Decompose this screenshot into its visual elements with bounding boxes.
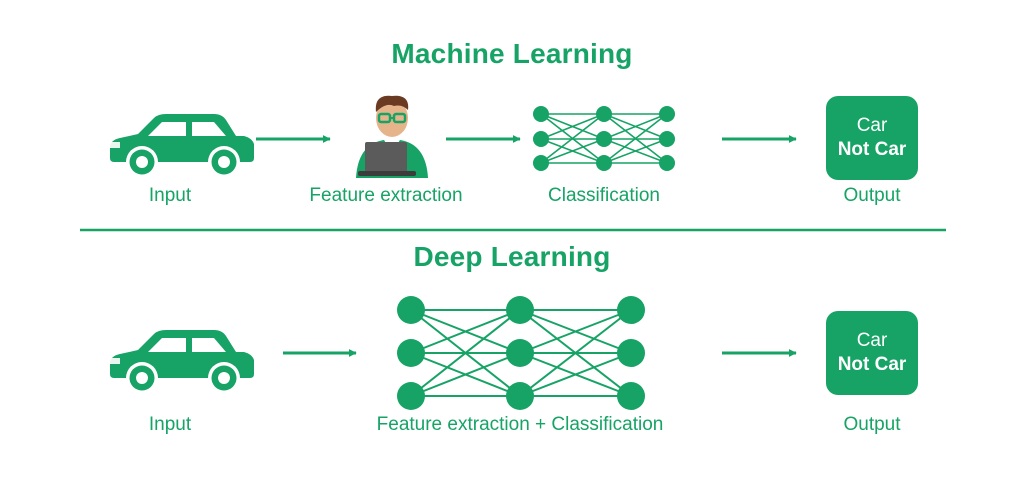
ml-output-not-car-text: Not Car (837, 139, 907, 160)
dl-network-node (397, 296, 425, 324)
dl-network-node (617, 296, 645, 324)
ml-network-connection (540, 138, 605, 164)
dl-output-car-text: Car (856, 330, 888, 351)
ml-network-node (659, 155, 675, 171)
ml-classification-label: Classification (548, 185, 660, 206)
dl-output-label: Output (843, 414, 901, 435)
dl-input-label: Input (148, 414, 192, 435)
dl-network-connection (410, 309, 521, 397)
dl-title: Deep Learning (413, 241, 611, 272)
dl-network-node (397, 339, 425, 367)
dl-network-connection (519, 309, 632, 397)
ml-network-node (596, 131, 612, 147)
ml-feature-extraction-label: Feature extraction (309, 185, 463, 206)
ml-output-car-text: Car (856, 115, 888, 136)
dl-network-node (506, 382, 534, 410)
ml-network-connection (603, 138, 668, 164)
ml-network-node (533, 131, 549, 147)
dl-network-connection (519, 309, 632, 354)
ml-network-node (596, 155, 612, 171)
ml-network-node (659, 106, 675, 122)
ml-network-node (533, 155, 549, 171)
dl-network-node (617, 382, 645, 410)
dl-output-not-car-text: Not Car (837, 354, 907, 375)
ml-output-box: Car Not Car (826, 96, 918, 180)
ml-input-car-icon (110, 114, 254, 178)
ml-title: Machine Learning (391, 38, 633, 69)
dl-network-connection (410, 309, 521, 354)
ml-network-connection (540, 113, 605, 140)
ml-network-connection (540, 113, 605, 164)
dl-network-node (617, 339, 645, 367)
ml-output-label: Output (843, 185, 901, 206)
ml-network-node (596, 106, 612, 122)
ml-input-label: Input (148, 185, 192, 206)
ml-network-connection (603, 113, 668, 140)
person-with-laptop-icon (356, 95, 428, 178)
dl-output-box: Car Not Car (826, 311, 918, 395)
ml-network-node (533, 106, 549, 122)
dl-network-node (506, 296, 534, 324)
dl-input-car-icon (110, 330, 254, 394)
ml-network-node (659, 131, 675, 147)
dl-network-connection (410, 352, 521, 397)
dl-feature-classification-label: Feature extraction + Classification (376, 414, 664, 435)
dl-neural-network-icon (397, 296, 645, 410)
dl-network-node (397, 382, 425, 410)
dl-network-connection (519, 352, 632, 397)
ml-neural-network-icon (533, 106, 675, 171)
ml-network-connection (603, 113, 668, 164)
dl-network-node (506, 339, 534, 367)
